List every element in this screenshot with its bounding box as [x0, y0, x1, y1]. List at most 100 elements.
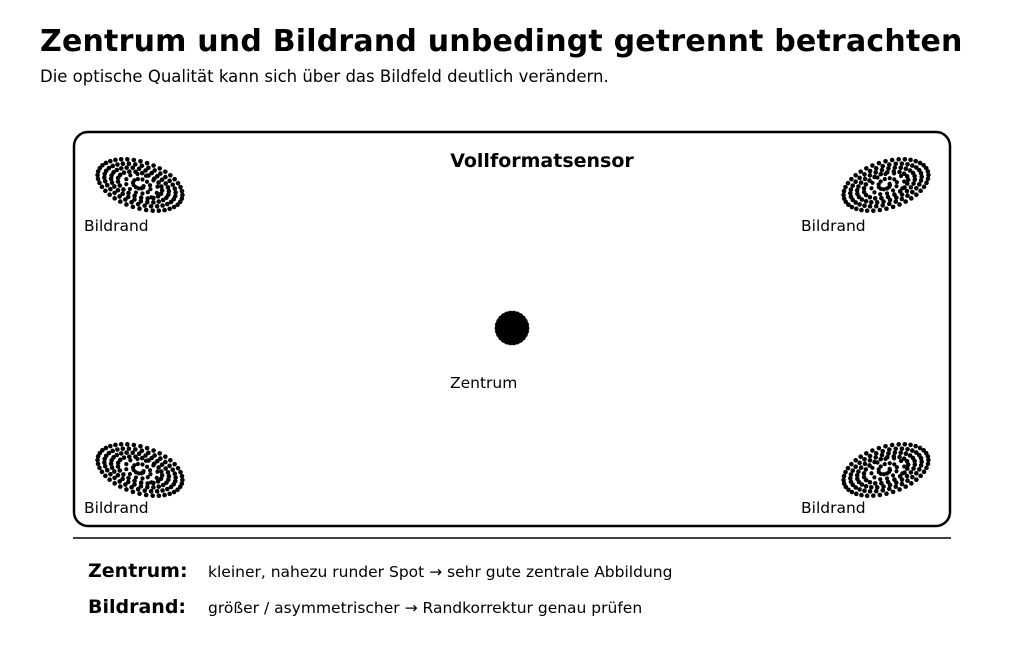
spot-dot [136, 451, 142, 457]
spot-dot [127, 186, 132, 192]
spot-dot [918, 178, 924, 183]
spot-dot [903, 484, 908, 489]
spot-dot [891, 171, 897, 176]
spot-dot [874, 200, 880, 205]
spot-dot [878, 179, 883, 184]
spot-dot [132, 197, 137, 202]
spot-dot [114, 452, 120, 458]
spot-dot [892, 177, 897, 182]
spot-dot [125, 157, 130, 162]
spot-dot [880, 488, 886, 493]
spot-dot [117, 194, 122, 199]
legend-text-center: kleiner, nahezu runder Spot → sehr gute … [208, 563, 673, 581]
spot-dot [897, 487, 902, 492]
spot-dot [912, 458, 917, 464]
spot-dot [900, 186, 905, 191]
spot-dot [112, 184, 117, 189]
spot-dot [108, 158, 113, 164]
spot-dot [100, 448, 105, 453]
spot-dot [904, 188, 910, 194]
spot-dot [887, 201, 892, 207]
spot-dot [149, 455, 155, 461]
spot-dot [175, 180, 181, 186]
spot-dot [124, 467, 129, 472]
spot-dot [883, 171, 888, 177]
spot-dot [856, 184, 861, 189]
spot-dot [903, 166, 909, 172]
spot-dot [157, 451, 162, 456]
spot-dot [914, 471, 919, 476]
spot-dot [118, 442, 124, 447]
spot-dot [127, 169, 132, 174]
spot-dot [867, 204, 873, 209]
spot-dot [135, 461, 140, 467]
spot-dot [859, 492, 864, 498]
spot-dot [886, 451, 891, 456]
spot-dot [890, 489, 896, 495]
spot-dot [138, 483, 144, 489]
spot-dot [893, 199, 899, 204]
spot-dot [864, 493, 870, 498]
spot-dot [857, 460, 862, 466]
spot-dot [145, 475, 150, 480]
spot-dot [156, 199, 162, 204]
spot-dot [111, 455, 116, 460]
spot-dot [151, 178, 156, 183]
spot-dot [926, 457, 931, 463]
spot-dot [121, 170, 127, 175]
spot-dot [95, 461, 101, 467]
spot-dot [126, 446, 132, 451]
spot-dot [841, 192, 846, 198]
spot-dot [151, 448, 156, 453]
spot-dot [890, 204, 896, 210]
spot-dot [911, 181, 916, 186]
spot-dot [861, 186, 867, 191]
spot-dot [103, 445, 109, 451]
spot-dot [112, 190, 117, 196]
spot-dot [140, 191, 145, 196]
spot-dot [854, 491, 859, 497]
spot-dot [167, 463, 172, 469]
spot-dot [156, 180, 161, 185]
spot-dot [144, 160, 150, 166]
spot-dot [148, 204, 154, 209]
spot-dot [175, 202, 180, 207]
spot-dot [886, 447, 892, 452]
spot-dot [117, 172, 123, 178]
spot-dot [884, 476, 890, 481]
spot-dot [104, 467, 110, 473]
spot-dot [855, 476, 860, 482]
spot-dot [156, 493, 162, 498]
spot-dot [841, 196, 847, 201]
spot-dot [109, 465, 115, 470]
spot-dot [114, 167, 120, 173]
spot-dot [132, 178, 137, 183]
spot-dot [158, 171, 163, 176]
spot-dot [867, 463, 872, 468]
spot-dot [140, 476, 145, 481]
spot-dot [863, 483, 869, 489]
spot-dot [163, 454, 168, 459]
spot-dot [919, 174, 924, 179]
spot-dot [867, 479, 873, 485]
spot-dot [868, 484, 874, 490]
spot-dot [124, 487, 129, 492]
legend-key-center: Zentrum: [88, 560, 188, 582]
spot-dot [881, 187, 887, 192]
spot-dot [899, 196, 905, 202]
spot-dot [867, 194, 873, 200]
spot-dot [112, 481, 117, 486]
spot-dot [179, 188, 185, 194]
spot-dot [120, 191, 125, 197]
spot-dot [118, 451, 124, 456]
spot-dot [870, 465, 875, 470]
spot-dot [149, 195, 154, 200]
spot-dot [140, 462, 145, 467]
spot-dot [154, 190, 159, 195]
spot-dot [162, 492, 167, 498]
spot-dot [873, 451, 879, 456]
spot-dot [133, 190, 139, 195]
legend-text-edge: größer / asymmetrischer → Randkorrektur … [208, 599, 643, 617]
spot-dot [884, 491, 889, 497]
spot-dot [892, 450, 898, 455]
